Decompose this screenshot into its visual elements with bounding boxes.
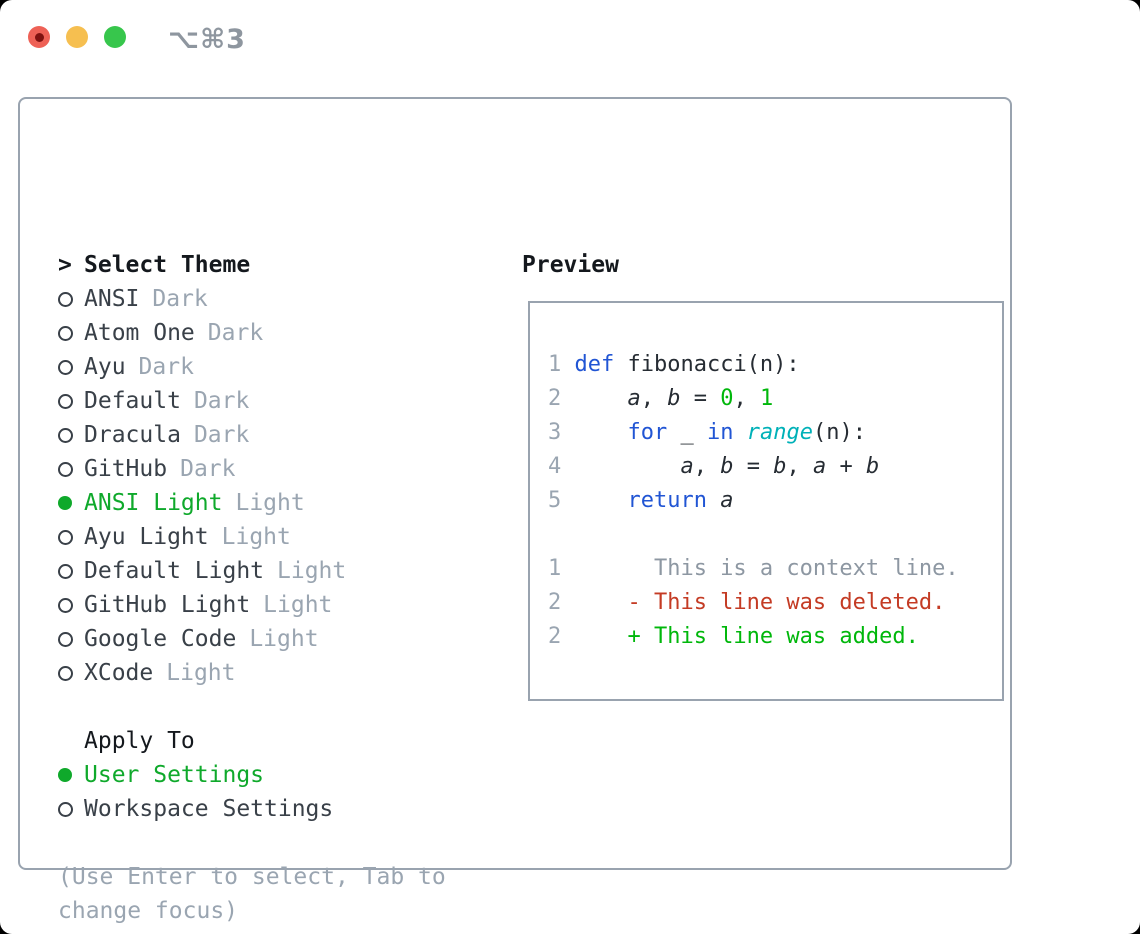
radio-icon (58, 496, 72, 510)
theme-list: ANSI Dark Atom One Dark Ayu Dark Default… (58, 282, 498, 690)
code-line: 1 def fibonacci(n): (548, 347, 1002, 381)
line-number: 3 (548, 419, 562, 445)
theme-badge: Dark (152, 286, 208, 312)
theme-option-github-dark[interactable]: GitHub Dark (58, 452, 498, 486)
theme-badge: Light (249, 626, 319, 652)
keyboard-shortcut-label: ⌥⌘3 (168, 24, 246, 55)
code-line (548, 517, 1002, 551)
line-number: 5 (548, 487, 562, 513)
code-line: 4 a, b = b, a + b (548, 449, 1002, 483)
theme-option-xcode-light[interactable]: XCode Light (58, 656, 498, 690)
theme-badge: Dark (193, 422, 250, 448)
apply-option-workspace-settings[interactable]: Workspace Settings (58, 792, 498, 826)
theme-name: ANSI (84, 286, 140, 312)
radio-icon (58, 665, 73, 681)
code-line: 3 for _ in range(n): (548, 415, 1002, 449)
theme-badge: Light (263, 592, 333, 618)
line-number: 2 (548, 623, 562, 649)
radio-icon (58, 461, 73, 477)
radio-icon (58, 597, 73, 613)
theme-name: ANSI Light (84, 490, 223, 516)
close-dot-icon (34, 32, 44, 42)
theme-option-ayu-dark[interactable]: Ayu Dark (58, 350, 498, 384)
theme-badge: Light (166, 660, 236, 686)
radio-icon (58, 325, 73, 341)
radio-icon (58, 563, 73, 579)
theme-badge: Dark (180, 456, 236, 482)
spacer (58, 690, 498, 724)
code-content: for _ in range(n): (627, 419, 866, 445)
preview-box: 1 def fibonacci(n): 2 a, b = 0, 1 3 for … (528, 301, 1004, 701)
close-button[interactable] (28, 26, 50, 48)
theme-option-ansi-dark[interactable]: ANSI Dark (58, 282, 498, 316)
theme-name: GitHub (84, 456, 168, 482)
maximize-button[interactable] (104, 26, 126, 48)
window-controls (28, 26, 126, 48)
theme-badge: Light (221, 524, 291, 550)
radio-icon (58, 427, 73, 443)
theme-list-panel: > Select Theme ANSI Dark Atom One Dark A… (58, 248, 498, 928)
select-theme-header: > Select Theme (58, 248, 498, 282)
code-content: a, b = b, a + b (680, 453, 880, 479)
theme-badge: Light (235, 490, 305, 516)
panel-title: Select Theme (84, 252, 251, 278)
radio-icon (58, 359, 73, 375)
cursor-marker: > (58, 252, 72, 278)
line-number: 4 (548, 453, 562, 479)
code-content: def fibonacci(n): (574, 351, 800, 377)
theme-option-atom-one-dark[interactable]: Atom One Dark (58, 316, 498, 350)
apply-to-header: Apply To (84, 728, 195, 754)
line-number: 2 (548, 589, 562, 615)
minimize-button[interactable] (66, 26, 88, 48)
code-line: 1 This is a context line. (548, 551, 1002, 585)
radio-icon (58, 768, 72, 782)
theme-badge: Light (277, 558, 347, 584)
theme-name: GitHub Light (84, 592, 251, 618)
code-line: 2 a, b = 0, 1 (548, 381, 1002, 415)
code-content: - This line was deleted. (574, 589, 946, 615)
apply-option-user-settings[interactable]: User Settings (58, 758, 498, 792)
theme-name: Default Light (84, 558, 265, 584)
apply-option-label: Workspace Settings (84, 796, 334, 822)
theme-option-google-code-light[interactable]: Google Code Light (58, 622, 498, 656)
theme-option-github-light-light[interactable]: GitHub Light Light (58, 588, 498, 622)
theme-option-ansi-light-light[interactable]: ANSI Light Light (58, 486, 498, 520)
theme-dialog: > Select Theme ANSI Dark Atom One Dark A… (18, 97, 1012, 924)
theme-option-ayu-light-light[interactable]: Ayu Light Light (58, 520, 498, 554)
line-number: 1 (548, 351, 562, 377)
apply-option-label: User Settings (84, 762, 265, 788)
line-number: 2 (548, 385, 562, 411)
theme-name: Ayu Light (84, 524, 209, 550)
theme-name: XCode (84, 660, 154, 686)
theme-name: Ayu (84, 354, 126, 380)
apply-to-list: User Settings Workspace Settings (58, 758, 498, 826)
code-line: 5 return a (548, 483, 1002, 517)
code-content: + This line was added. (574, 623, 919, 649)
radio-icon (58, 631, 73, 647)
theme-badge: Dark (193, 388, 250, 414)
code-content: a, b = 0, 1 (627, 385, 774, 411)
theme-badge: Dark (138, 354, 194, 380)
theme-option-default-dark[interactable]: Default Dark (58, 384, 498, 418)
theme-badge: Dark (207, 320, 264, 346)
radio-icon (58, 393, 73, 409)
theme-name: Atom One (84, 320, 195, 346)
code-line: 2 + This line was added. (548, 619, 1002, 653)
code-content: This is a context line. (574, 555, 959, 581)
code-content: return a (627, 487, 734, 513)
code-preview: 1 def fibonacci(n): 2 a, b = 0, 1 3 for … (530, 303, 1002, 653)
hint-text: (Use Enter to select, Tab to change focu… (58, 864, 446, 924)
theme-name: Default (84, 388, 181, 414)
preview-header: Preview (522, 252, 619, 278)
line-number: 1 (548, 555, 562, 581)
theme-name: Dracula (84, 422, 181, 448)
theme-option-default-light-light[interactable]: Default Light Light (58, 554, 498, 588)
theme-name: Google Code (84, 626, 237, 652)
radio-icon (58, 291, 73, 307)
radio-icon (58, 529, 73, 545)
theme-option-dracula-dark[interactable]: Dracula Dark (58, 418, 498, 452)
code-line: 2 - This line was deleted. (548, 585, 1002, 619)
radio-icon (58, 801, 73, 817)
